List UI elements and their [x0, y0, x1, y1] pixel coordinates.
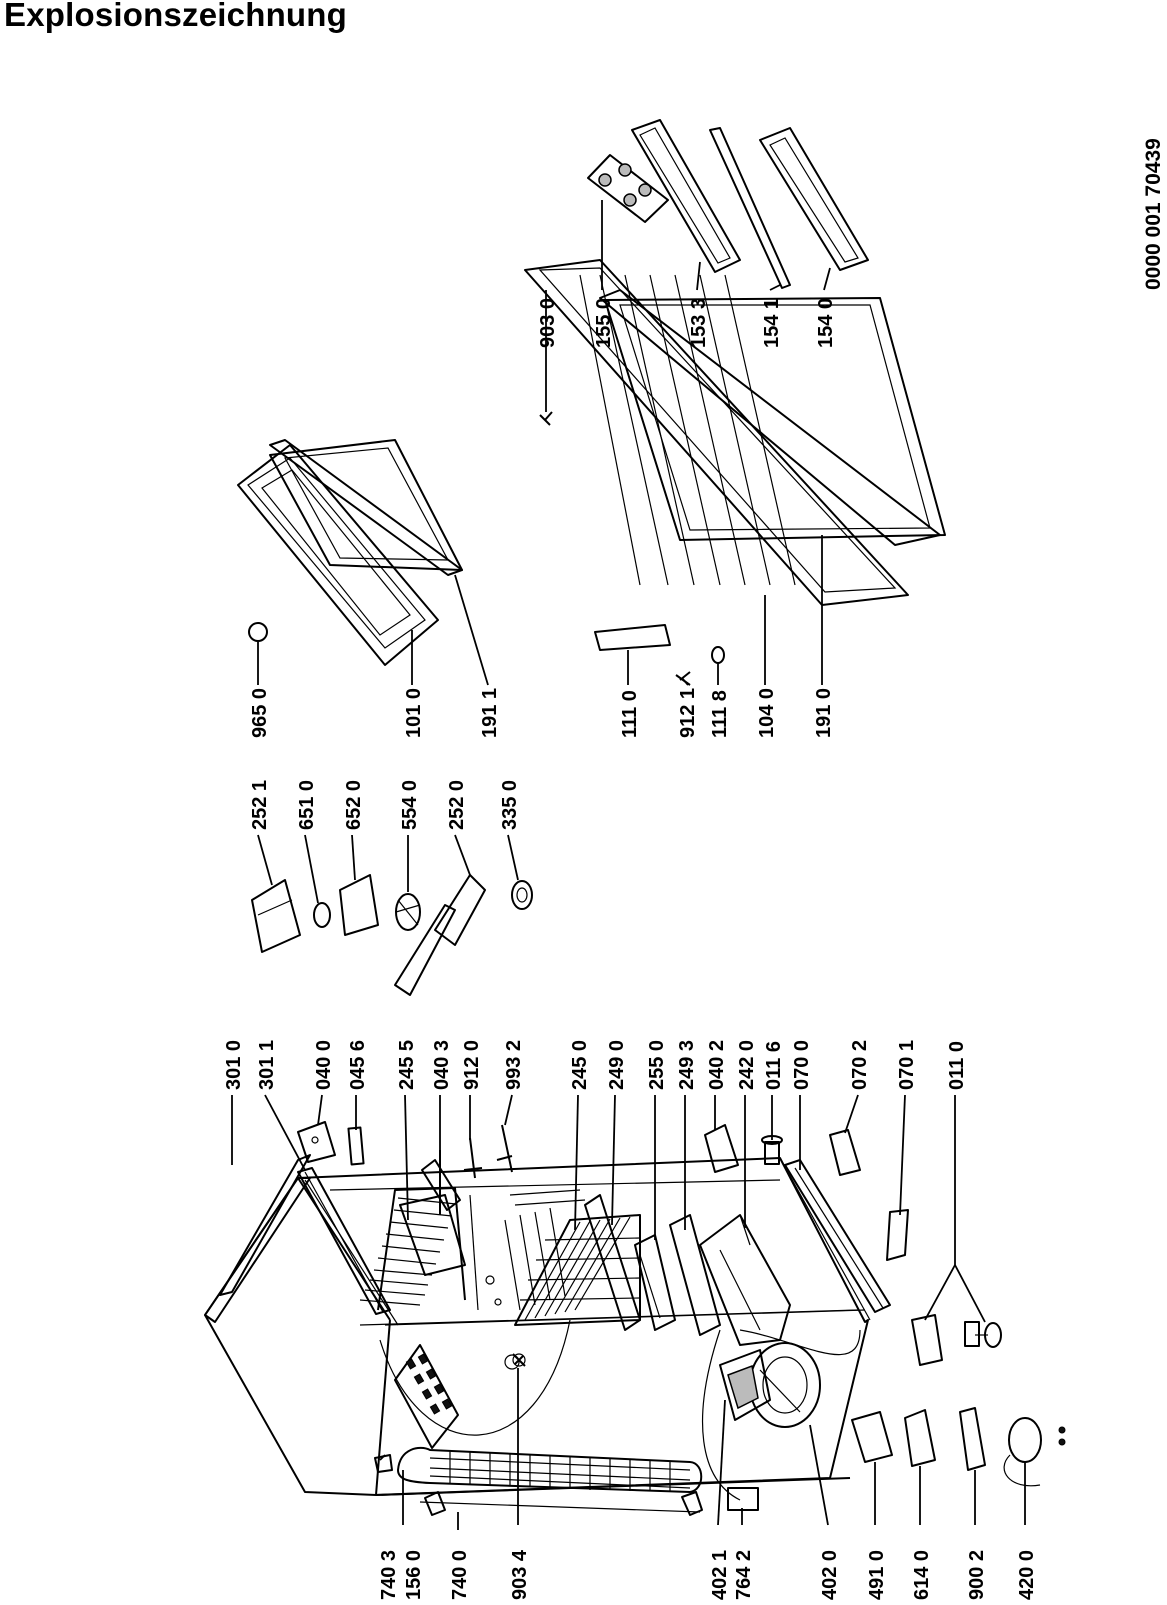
part-label: 070 2 [849, 1040, 871, 1090]
part-label: 191 0 [813, 688, 835, 738]
part-label: 040 2 [706, 1040, 728, 1090]
part-label: 153 3 [688, 298, 710, 348]
part-label: 402 0 [819, 1550, 841, 1600]
part-label: 903 4 [509, 1549, 531, 1600]
part-label: 154 1 [761, 298, 783, 348]
control-components-drawing [251, 874, 533, 996]
part-label: 740 0 [449, 1550, 471, 1600]
document-number: 0000 001 70439 [1142, 138, 1165, 290]
leader-lines [231, 200, 1026, 1530]
part-label: 111 0 [619, 690, 641, 738]
part-label: 040 0 [313, 1040, 335, 1090]
part-label: 554 0 [399, 780, 421, 830]
part-label: 652 0 [343, 780, 365, 830]
part-label: 070 0 [791, 1040, 813, 1090]
door-racks-drawing [587, 119, 869, 289]
part-label: 111 8 [709, 690, 731, 738]
part-label: 252 1 [249, 780, 271, 830]
part-label: 252 0 [446, 780, 468, 830]
freezer-door-drawing [237, 439, 463, 666]
part-label: 903 0 [537, 298, 559, 348]
part-label: 249 3 [676, 1040, 698, 1090]
part-label: 912 1 [677, 688, 699, 738]
part-label: 912 0 [461, 1040, 483, 1090]
part-label: 900 2 [966, 1550, 988, 1600]
part-label: 245 0 [569, 1040, 591, 1090]
part-label: 420 0 [1016, 1550, 1038, 1600]
part-label: 255 0 [646, 1040, 668, 1090]
part-label: 245 5 [396, 1040, 418, 1090]
part-label: 301 1 [256, 1040, 278, 1090]
part-label: 335 0 [499, 780, 521, 830]
part-label: 011 6 [763, 1041, 785, 1090]
part-label: 154 0 [815, 298, 837, 348]
fridge-cabinet-drawing [204, 1121, 1066, 1516]
part-label: 242 0 [736, 1040, 758, 1090]
part-label: 965 0 [249, 688, 271, 738]
part-label: 402 1 [709, 1550, 731, 1600]
page-title: Explosionszeichnung [4, 0, 348, 33]
part-label: 651 0 [296, 780, 318, 830]
part-label: 156 0 [403, 1550, 425, 1600]
part-label: 740 3 [378, 1550, 400, 1600]
part-label: 045 6 [347, 1040, 369, 1090]
part-label: 011 0 [946, 1041, 968, 1090]
fridge-door-drawing [524, 259, 946, 686]
part-label: 155 0 [593, 298, 615, 348]
part-label: 764 2 [733, 1550, 755, 1600]
part-label: 104 0 [756, 688, 778, 738]
part-label: 070 1 [896, 1040, 918, 1090]
part-labels: 740 3 156 0 740 0 903 4 402 1 764 2 402 … [223, 298, 1038, 1600]
part-label: 491 0 [866, 1550, 888, 1600]
part-label: 614 0 [911, 1550, 933, 1600]
part-label: 101 0 [403, 688, 425, 738]
part-label: 040 3 [431, 1040, 453, 1090]
part-label: 249 0 [606, 1040, 628, 1090]
part-label: 301 0 [223, 1040, 245, 1090]
part-label: 191 1 [479, 688, 501, 738]
part-label: 993 2 [503, 1040, 525, 1090]
